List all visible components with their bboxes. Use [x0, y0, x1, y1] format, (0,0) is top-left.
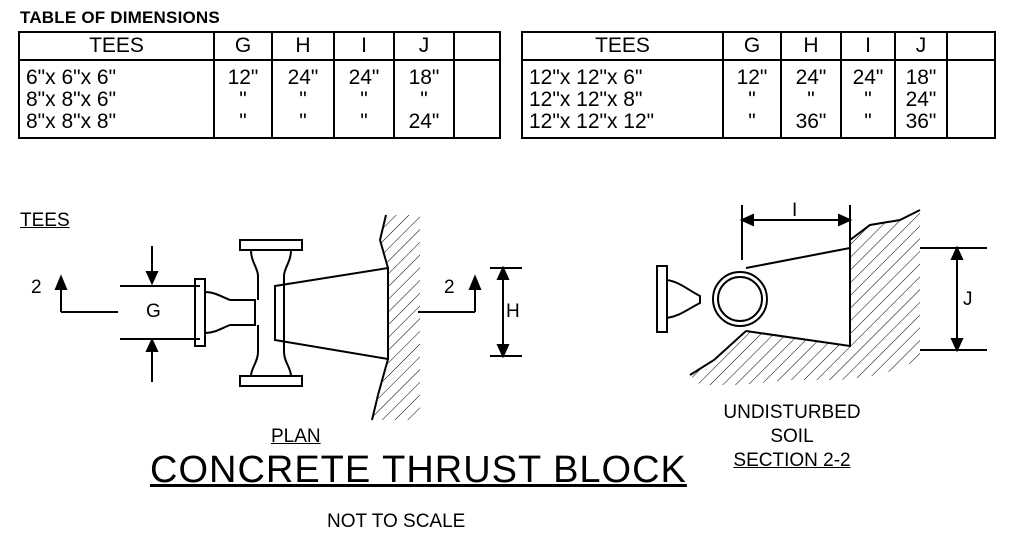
- cell-h: 24" " ": [271, 59, 335, 139]
- cell-value: 12": [227, 66, 259, 89]
- header-blank: [946, 31, 996, 61]
- soil-hatch-section: [690, 210, 920, 385]
- cell-value: 12"x 12"x 6": [529, 66, 643, 89]
- cell-g: 12" " ": [722, 59, 782, 139]
- cell-value: ": [864, 110, 872, 133]
- cell-value: 18": [408, 66, 440, 89]
- section-label-left: 2: [31, 277, 42, 298]
- cell-value: 36": [905, 110, 937, 133]
- cell-value: 24": [287, 66, 319, 89]
- cell-value: 24": [905, 88, 937, 111]
- cell-tees: 6"x 6"x 6" 8"x 8"x 6" 8"x 8"x 8": [18, 59, 215, 139]
- cell-value: ": [360, 88, 368, 111]
- plan-label: PLAN: [271, 426, 321, 447]
- not-to-scale: NOT TO SCALE: [327, 511, 466, 532]
- header-blank: [453, 31, 501, 61]
- dim-j-label: J: [963, 289, 973, 310]
- dimensions-table-right: TEES G H I J 12"x 12"x 6" 12"x 12"x 8" 1…: [521, 31, 996, 139]
- pipe-cross-section: [712, 271, 768, 327]
- arrowhead: [54, 274, 68, 290]
- cell-value: 24": [852, 66, 884, 89]
- concrete-block-plan: [274, 266, 389, 361]
- dim-g-label: G: [146, 301, 161, 322]
- cell-j: 18" 24" 36": [894, 59, 948, 139]
- soil-hatch: [372, 215, 420, 420]
- cell-value: ": [239, 88, 247, 111]
- undisturbed-soil-line2: SOIL: [770, 426, 814, 447]
- cell-value: 18": [905, 66, 937, 89]
- cell-value: 8"x 8"x 8": [26, 110, 117, 133]
- dimensions-table-left: TEES G H I J 6"x 6"x 6" 8"x 8"x 6" 8"x 8…: [18, 31, 501, 139]
- flange-bottom: [239, 375, 303, 387]
- cell-value: 24": [408, 110, 440, 133]
- section-flange: [656, 265, 668, 333]
- header-g: G: [213, 31, 273, 61]
- cell-tees: 12"x 12"x 6" 12"x 12"x 8" 12"x 12"x 12": [521, 59, 724, 139]
- header-tees: TEES: [18, 31, 215, 61]
- cell-value: 12"x 12"x 12": [529, 110, 655, 133]
- cell-i: 24" " ": [840, 59, 896, 139]
- cell-value: 36": [795, 110, 827, 133]
- main-title: CONCRETE THRUST BLOCK: [150, 449, 687, 491]
- cell-value: 8"x 8"x 6": [26, 88, 117, 111]
- header-g: G: [722, 31, 782, 61]
- cell-blank: [453, 59, 501, 139]
- cell-value: 12"x 12"x 8": [529, 88, 643, 111]
- header-h: H: [271, 31, 335, 61]
- cell-value: 24": [795, 66, 827, 89]
- cell-h: 24" " 36": [780, 59, 842, 139]
- cell-value: ": [299, 88, 307, 111]
- cell-value: ": [807, 88, 815, 111]
- cell-value: 24": [348, 66, 380, 89]
- cell-value: ": [299, 110, 307, 133]
- cell-value: ": [748, 110, 756, 133]
- branch-pipe: [204, 291, 256, 334]
- table-heading: TABLE OF DIMENSIONS: [20, 8, 220, 27]
- header-j: J: [393, 31, 455, 61]
- cell-value: 12": [736, 66, 768, 89]
- section-label-right: 2: [444, 277, 455, 298]
- tees-label: TEES: [20, 210, 70, 231]
- header-h: H: [780, 31, 842, 61]
- dim-i-label: I: [792, 200, 798, 221]
- cell-value: ": [864, 88, 872, 111]
- header-j: J: [894, 31, 948, 61]
- plan-view: [54, 214, 522, 421]
- flange-left: [194, 278, 206, 347]
- cell-value: ": [239, 110, 247, 133]
- header-tees: TEES: [521, 31, 724, 61]
- undisturbed-soil-line1: UNDISTURBED: [723, 402, 861, 423]
- cell-j: 18" " 24": [393, 59, 455, 139]
- section-2-2-label: SECTION 2-2: [733, 450, 851, 471]
- header-i: I: [333, 31, 395, 61]
- header-i: I: [840, 31, 896, 61]
- cell-blank: [946, 59, 996, 139]
- cell-value: ": [360, 110, 368, 133]
- dim-h-label: H: [506, 301, 520, 322]
- cell-g: 12" " ": [213, 59, 273, 139]
- cell-value: 6"x 6"x 6": [26, 66, 117, 89]
- cell-value: ": [748, 88, 756, 111]
- flange-top: [239, 239, 303, 251]
- cell-i: 24" " ": [333, 59, 395, 139]
- cell-value: ": [420, 88, 428, 111]
- section-view: [656, 205, 987, 385]
